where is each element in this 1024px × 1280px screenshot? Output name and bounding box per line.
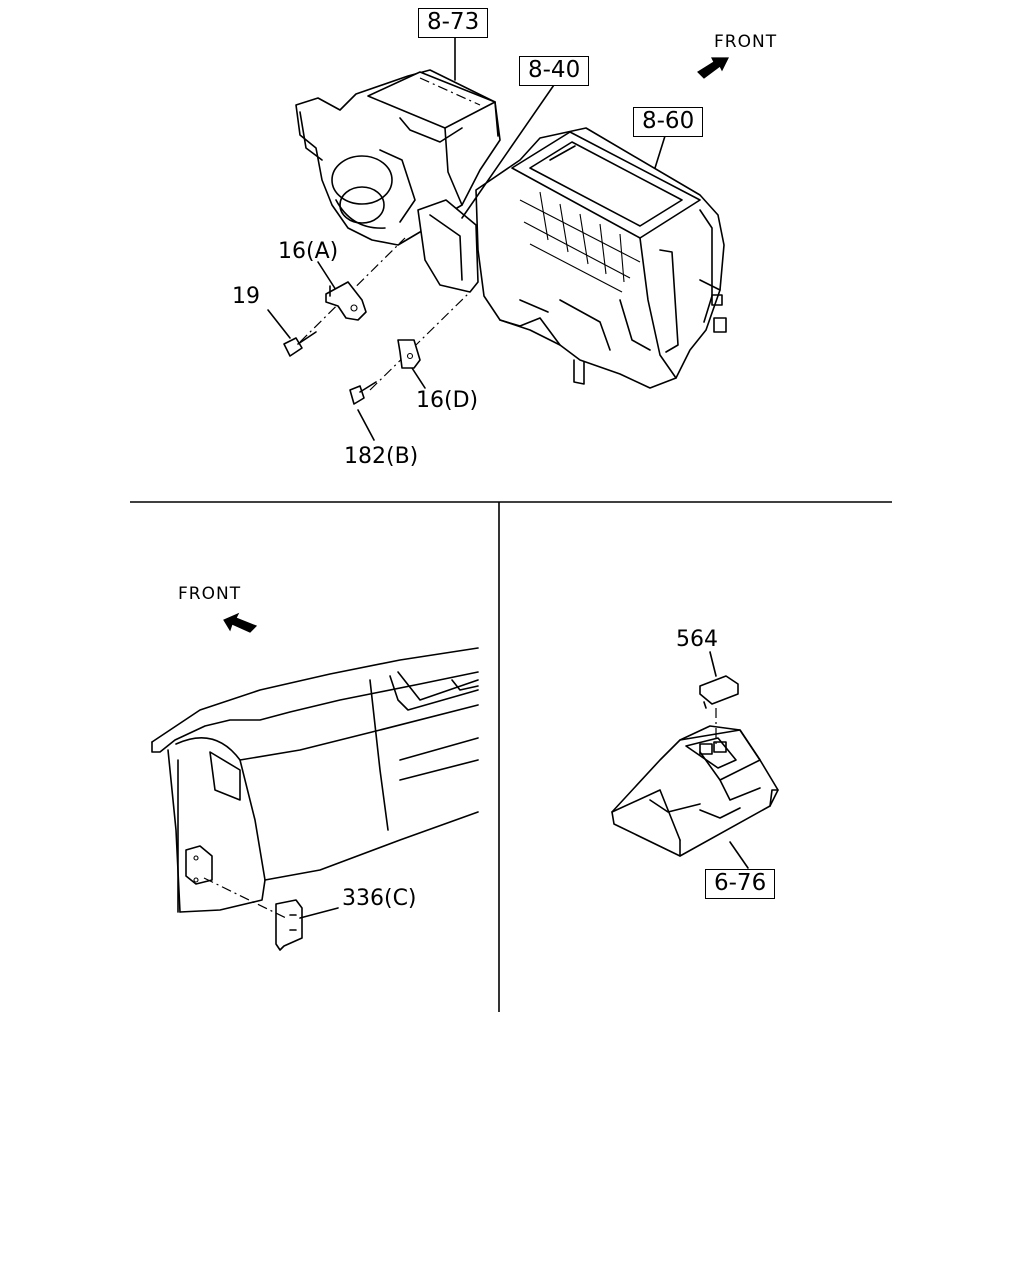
bolt-19 xyxy=(283,331,317,357)
dash-panel-assembly xyxy=(151,647,479,913)
part-label-182b: 182(B) xyxy=(344,444,419,469)
part-label-19: 19 xyxy=(232,284,260,309)
bracket-16a xyxy=(325,281,367,321)
front-arrow-top-icon xyxy=(697,57,729,79)
front-arrow-bottom-icon xyxy=(223,612,258,633)
console-assembly xyxy=(611,725,779,857)
ref-label-6-76[interactable]: 6-76 xyxy=(705,869,776,899)
part-label-16d: 16(D) xyxy=(416,388,479,413)
hvac-unit-assembly xyxy=(295,69,727,389)
ref-label-8-40[interactable]: 8-40 xyxy=(519,56,590,86)
clip-16d xyxy=(397,339,421,369)
bracket-336c xyxy=(275,899,303,951)
ref-label-8-60[interactable]: 8-60 xyxy=(633,107,704,137)
front-label-top: FRONT xyxy=(714,32,778,52)
part-label-564: 564 xyxy=(676,627,718,652)
top-leader-lines xyxy=(267,35,666,441)
cap-564 xyxy=(699,675,739,709)
part-label-336c: 336(C) xyxy=(342,886,417,911)
front-label-bottom: FRONT xyxy=(178,584,242,604)
part-label-16a: 16(A) xyxy=(278,239,339,264)
screw-182b xyxy=(349,381,377,405)
ref-label-8-73[interactable]: 8-73 xyxy=(418,8,489,38)
